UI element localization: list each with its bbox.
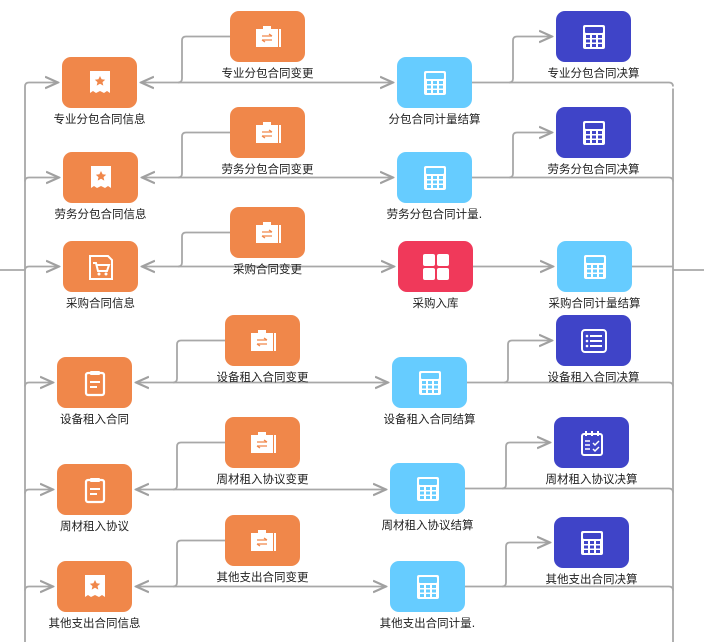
connector	[172, 441, 225, 491]
final-node[interactable]	[557, 241, 632, 292]
calc-label: 其他支出合同计量.	[379, 616, 476, 630]
briefcase-swap-icon	[250, 329, 276, 351]
change-label: 设备租入合同变更	[216, 370, 309, 384]
final-label: 周材租入协议决算	[545, 472, 638, 486]
info-label: 采购合同信息	[66, 296, 135, 310]
info-node[interactable]	[57, 561, 132, 612]
change-node[interactable]	[230, 207, 305, 258]
calculator-icon	[423, 165, 446, 190]
final-label: 劳务分包合同决算	[547, 162, 640, 176]
clipboard-icon	[84, 477, 105, 503]
connector	[177, 131, 230, 179]
calc-node[interactable]	[397, 152, 472, 203]
final-label: 专业分包合同决算	[547, 66, 640, 80]
calc-node[interactable]	[390, 463, 465, 514]
calculator-icon	[416, 574, 439, 599]
change-label: 采购合同变更	[233, 262, 302, 276]
calc-label: 劳务分包合同计量.	[386, 207, 483, 221]
connector	[24, 83, 58, 87]
connector	[24, 267, 59, 271]
calculator-icon	[418, 370, 441, 395]
connector	[465, 585, 674, 591]
calculator-icon	[423, 70, 446, 95]
info-label: 周材租入协议	[60, 519, 129, 533]
calc-node[interactable]	[392, 357, 467, 408]
briefcase-swap-icon	[255, 121, 281, 143]
info-node[interactable]	[63, 152, 138, 203]
calc-label: 采购入库	[412, 296, 459, 310]
connector	[508, 37, 552, 84]
change-node[interactable]	[225, 417, 300, 468]
receipt-star-icon	[89, 70, 110, 93]
connector	[508, 133, 552, 179]
calc-label: 设备租入合同结算	[383, 412, 476, 426]
change-node[interactable]	[230, 107, 305, 158]
connector	[24, 490, 53, 494]
change-node[interactable]	[225, 315, 300, 366]
connector	[501, 443, 550, 490]
calculator-icon	[582, 24, 605, 49]
list-icon	[580, 328, 607, 353]
clipboard-icon	[84, 370, 105, 396]
calc-label: 周材租入协议结算	[381, 518, 474, 532]
connector	[172, 539, 225, 588]
calculator-icon	[583, 254, 606, 279]
change-label: 周材租入协议变更	[216, 472, 309, 486]
connector	[501, 543, 550, 588]
info-node[interactable]	[63, 241, 138, 292]
calculator-icon	[582, 120, 605, 145]
calc-node[interactable]	[398, 241, 473, 292]
cart-receipt-icon	[88, 254, 113, 280]
connector	[24, 383, 53, 387]
calculator-icon	[580, 530, 603, 555]
connector	[472, 81, 674, 87]
connector	[24, 178, 59, 182]
receipt-star-icon	[84, 574, 105, 597]
briefcase-swap-icon	[250, 529, 276, 551]
final-node[interactable]	[554, 517, 629, 568]
connector	[172, 339, 225, 384]
connector	[472, 176, 674, 182]
briefcase-swap-icon	[250, 431, 276, 453]
connector	[24, 587, 53, 591]
final-node[interactable]	[556, 107, 631, 158]
calculator-icon	[416, 476, 439, 501]
change-label: 专业分包合同变更	[221, 66, 314, 80]
connector	[177, 35, 230, 84]
connector	[177, 231, 230, 268]
briefcase-swap-icon	[255, 221, 281, 243]
final-label: 其他支出合同决算	[545, 572, 638, 586]
info-node[interactable]	[57, 357, 132, 408]
connector	[465, 487, 674, 493]
info-label: 劳务分包合同信息	[54, 207, 147, 221]
change-node[interactable]	[225, 515, 300, 566]
info-node[interactable]	[62, 57, 137, 108]
change-label: 其他支出合同变更	[216, 570, 309, 584]
connector	[503, 341, 552, 384]
change-node[interactable]	[230, 11, 305, 62]
final-node[interactable]	[556, 315, 631, 366]
final-label: 采购合同计量结算	[548, 296, 641, 310]
grid-icon	[422, 253, 449, 280]
change-label: 劳务分包合同变更	[221, 162, 314, 176]
connector	[467, 381, 674, 387]
calc-node[interactable]	[390, 561, 465, 612]
briefcase-swap-icon	[255, 25, 281, 47]
calendar-check-icon	[580, 430, 603, 456]
calc-label: 分包合同计量结算	[388, 112, 481, 126]
receipt-star-icon	[90, 165, 111, 188]
info-label: 其他支出合同信息	[48, 616, 141, 630]
info-label: 设备租入合同	[60, 412, 129, 426]
final-label: 设备租入合同决算	[547, 370, 640, 384]
final-node[interactable]	[554, 417, 629, 468]
info-node[interactable]	[57, 464, 132, 515]
calc-node[interactable]	[397, 57, 472, 108]
final-node[interactable]	[556, 11, 631, 62]
info-label: 专业分包合同信息	[53, 112, 146, 126]
